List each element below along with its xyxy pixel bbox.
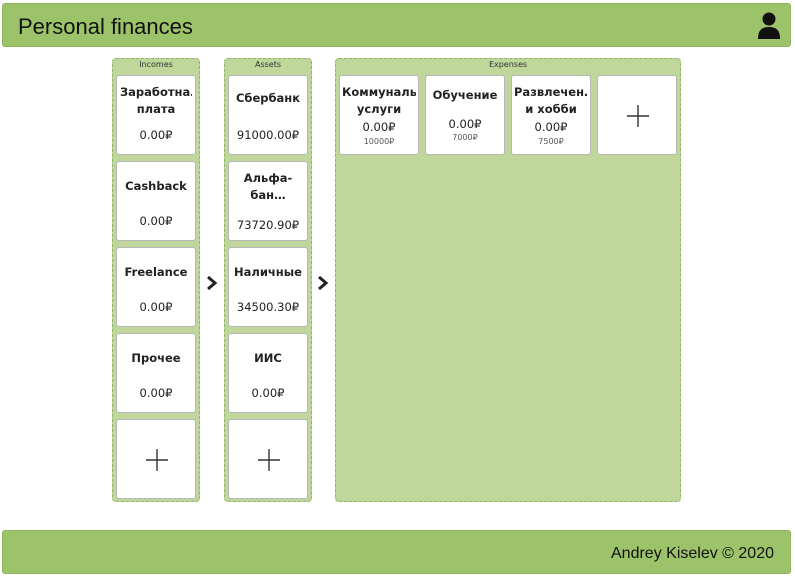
copyright-text: Andrey Kiselev © 2020 [611, 545, 774, 562]
plus-icon [146, 449, 168, 471]
income-amount: 0.00₽ [139, 214, 173, 228]
expenses-column: Expenses Коммуналь… услуги 0.00₽ 10000₽ … [335, 58, 681, 502]
add-expense-button[interactable] [597, 75, 677, 155]
asset-amount: 73720.90₽ [236, 218, 300, 232]
asset-name: Альфа-бан… [243, 171, 293, 202]
income-amount: 0.00₽ [139, 300, 173, 314]
asset-amount: 91000.00₽ [236, 128, 300, 142]
asset-card[interactable]: Наличные 34500.30₽ [228, 247, 308, 327]
income-card[interactable]: Freelance 0.00₽ [116, 247, 196, 327]
asset-card[interactable]: Альфа-бан… 73720.90₽ [228, 161, 308, 241]
expense-name: Коммуналь… услуги [342, 85, 416, 116]
asset-amount: 0.00₽ [251, 386, 285, 400]
income-amount: 0.00₽ [139, 128, 173, 142]
expenses-title: Expenses [488, 60, 528, 69]
expense-card[interactable]: Обучение 0.00₽ 7000₽ [425, 75, 505, 155]
expense-budget: 7000₽ [452, 133, 478, 142]
add-income-button[interactable] [116, 419, 196, 499]
asset-name: Сбербанк [235, 91, 301, 105]
expense-amount: 0.00₽ [448, 117, 482, 131]
asset-name: Наличные [234, 265, 302, 279]
asset-amount: 34500.30₽ [236, 300, 300, 314]
add-asset-button[interactable] [228, 419, 308, 499]
expense-card[interactable]: Развлечен… и хобби 0.00₽ 7500₽ [511, 75, 591, 155]
plus-icon [627, 105, 649, 127]
income-name: Прочее [131, 351, 181, 365]
asset-card[interactable]: ИИС 0.00₽ [228, 333, 308, 413]
expense-amount: 0.00₽ [534, 120, 568, 134]
chevron-right-icon[interactable] [206, 275, 218, 291]
income-name: Заработна… плата [120, 85, 192, 116]
expense-budget: 7500₽ [538, 137, 564, 146]
asset-card[interactable]: Сбербанк 91000.00₽ [228, 75, 308, 155]
income-name: Freelance [124, 265, 188, 279]
asset-name: ИИС [254, 351, 282, 365]
income-card[interactable]: Заработна… плата 0.00₽ [116, 75, 196, 155]
app-header: Personal finances [2, 3, 791, 47]
assets-column: Assets Сбербанк 91000.00₽ Альфа-бан… 737… [224, 58, 312, 502]
expense-name: Обучение [432, 88, 498, 102]
expense-card[interactable]: Коммуналь… услуги 0.00₽ 10000₽ [339, 75, 419, 155]
incomes-title: Incomes [139, 60, 173, 69]
user-icon[interactable] [758, 12, 780, 40]
income-card[interactable]: Cashback 0.00₽ [116, 161, 196, 241]
app-footer: Andrey Kiselev © 2020 [2, 530, 791, 574]
income-card[interactable]: Прочее 0.00₽ [116, 333, 196, 413]
expense-amount: 0.00₽ [362, 120, 396, 134]
expense-budget: 10000₽ [363, 137, 395, 146]
expense-name: Развлечен… и хобби [514, 85, 588, 116]
plus-icon [258, 449, 280, 471]
chevron-right-icon[interactable] [317, 275, 329, 291]
assets-title: Assets [254, 60, 282, 69]
income-name: Cashback [125, 179, 187, 193]
incomes-column: Incomes Заработна… плата 0.00₽ Cashback … [112, 58, 200, 502]
page-title: Personal finances [18, 14, 193, 39]
income-amount: 0.00₽ [139, 386, 173, 400]
